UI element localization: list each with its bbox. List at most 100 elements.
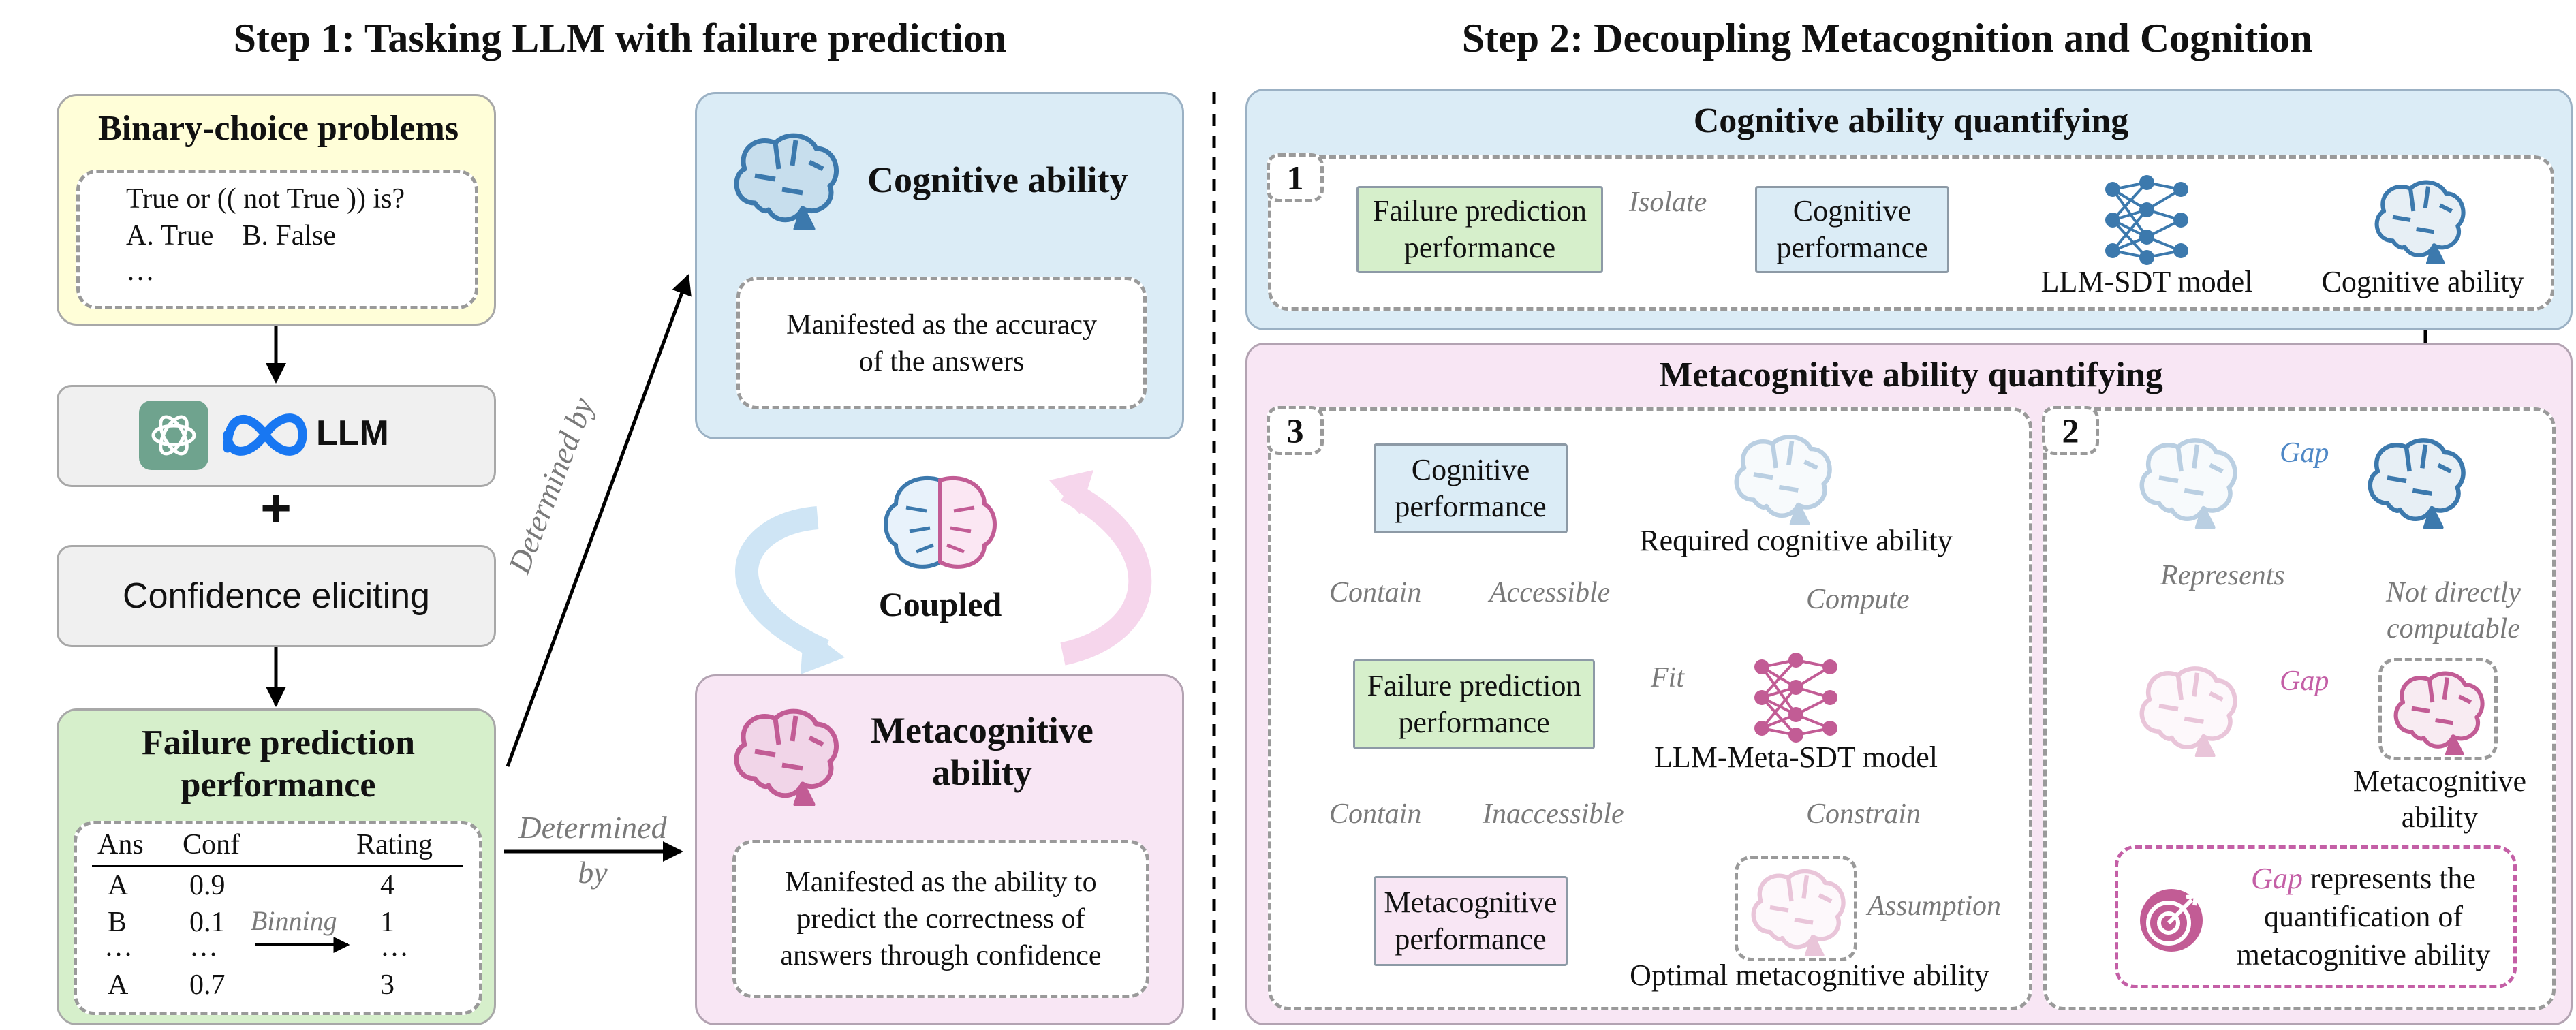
cell-conf: 0.1 xyxy=(189,907,226,938)
failure-title-1: Failure prediction xyxy=(141,723,416,762)
isolate-label: Isolate xyxy=(1629,187,1707,218)
meta-brain-frame xyxy=(2378,658,2498,760)
contain-label-1: Contain xyxy=(1329,577,1422,608)
cell-conf: … xyxy=(189,931,218,963)
question-text: True or (( not True )) is? xyxy=(126,183,405,215)
not-directly-label-1: Not directly xyxy=(2386,577,2521,608)
cell-rating: 3 xyxy=(380,969,394,1001)
coupled-arrow-pink xyxy=(1060,480,1152,666)
cog-perf-line2: performance xyxy=(1395,490,1547,523)
metacog-desc-line1: Manifested as the ability to xyxy=(785,867,1097,898)
meta-perf-line1: Metacognitive xyxy=(1384,886,1557,919)
col-rating-header: Rating xyxy=(356,829,433,860)
binary-choice-panel: Binary-choice problems True or (( not Tr… xyxy=(57,94,496,326)
metacog-title-2: ability xyxy=(932,752,1033,793)
metacognitive-ability-panel: Metacognitive ability Manifested as the … xyxy=(695,674,1184,1025)
not-directly-label-2: computable xyxy=(2387,613,2520,644)
brain-faded-pink-right xyxy=(2133,661,2242,757)
brain-icon-pink xyxy=(728,704,843,806)
llm-panel: LLM xyxy=(57,385,496,487)
coupled-arrow-blue xyxy=(735,506,829,661)
ellipsis-text: … xyxy=(126,255,155,287)
table-row: … … … xyxy=(77,931,486,969)
step-number-3: 3 xyxy=(1267,406,1324,455)
neural-network-icon xyxy=(2102,172,2191,268)
openai-logo-icon xyxy=(139,401,208,470)
plus-sign: + xyxy=(260,478,292,537)
contain-label-2: Contain xyxy=(1329,798,1422,830)
failure-title-2: performance xyxy=(181,766,376,805)
llm-sdt-label: LLM-SDT model xyxy=(2040,265,2253,298)
cell-rating: … xyxy=(380,931,409,963)
brain-icon-faded-pink xyxy=(1745,864,1850,956)
arrow-determined-up xyxy=(506,274,692,767)
brain-blue-right xyxy=(2361,433,2470,529)
step2-title: Step 2: Decoupling Metacognition and Cog… xyxy=(1461,16,2313,61)
fp-box-top: Failure prediction performance xyxy=(1356,186,1603,273)
brain-icon-blue xyxy=(728,128,843,230)
metacognitive-performance-box: Metacognitive performance xyxy=(1374,876,1568,966)
table-row: A 0.7 3 xyxy=(77,969,486,1007)
fp-box-meta: Failure prediction performance xyxy=(1353,659,1595,749)
optimal-meta-label: Optimal metacognitive ability xyxy=(1630,958,1989,992)
cell-ans: B xyxy=(108,907,127,938)
cognitive-ability-panel: Cognitive ability Manifested as the accu… xyxy=(695,92,1184,439)
optimal-brain-frame xyxy=(1735,856,1857,961)
cognitive-ability-title: Cognitive ability xyxy=(867,159,1128,200)
brain-pink-right xyxy=(2387,667,2489,755)
cognitive-desc-line2: of the answers xyxy=(858,345,1025,377)
cognitive-ability-label: Cognitive ability xyxy=(2321,265,2524,298)
required-cog-label: Required cognitive ability xyxy=(1639,524,1953,557)
gap-bottom-label: Gap xyxy=(2280,666,2329,697)
col-conf-header: Conf xyxy=(183,829,240,860)
fp-meta-line2: performance xyxy=(1398,706,1550,739)
determined-by-right-label-2: by xyxy=(578,855,608,890)
cell-ans: … xyxy=(104,931,133,963)
cognitive-quantifying-panel: Cognitive ability quantifying 1 Failure … xyxy=(1245,89,2573,330)
cognitive-performance-box: Cognitive performance xyxy=(1374,443,1568,533)
cell-rating: 4 xyxy=(380,870,394,901)
step-number-1: 1 xyxy=(1267,153,1324,202)
brain-icon-blue-small xyxy=(2368,176,2470,264)
coupled-arrow-blue-head xyxy=(801,627,845,674)
metacognitive-quantifying-panel: Metacognitive ability quantifying 3 Cogn… xyxy=(1245,343,2573,1025)
cp-top-line1: Cognitive xyxy=(1793,194,1912,228)
table-row: A 0.9 4 xyxy=(77,869,486,907)
gap-top-label: Gap xyxy=(2280,437,2329,469)
coupled-arrow-pink-head xyxy=(1049,470,1093,514)
metacog-title-1: Metacognitive xyxy=(871,710,1093,751)
metacog-desc-line3: answers through confidence xyxy=(780,940,1102,971)
brain-icon-faded-blue xyxy=(1728,430,1837,525)
cell-conf: 0.7 xyxy=(189,969,226,1001)
gap-note-line3: metacognitive ability xyxy=(2236,938,2491,971)
table-header-rule xyxy=(92,865,463,867)
cognitive-desc-line1: Manifested as the accuracy xyxy=(786,309,1097,341)
cell-conf: 0.9 xyxy=(189,870,226,901)
confidence-eliciting-label: Confidence eliciting xyxy=(123,576,430,616)
cog-perf-line1: Cognitive xyxy=(1411,453,1530,486)
metacog-desc-box: Manifested as the ability to predict the… xyxy=(732,840,1149,998)
fp-top-line1: Failure prediction xyxy=(1372,194,1587,228)
determined-by-right-label-1: Determined xyxy=(518,810,667,845)
cp-top-line2: performance xyxy=(1776,231,1928,264)
cog-panel-title: Cognitive ability quantifying xyxy=(1693,102,2129,140)
col-ans-header: Ans xyxy=(97,829,144,860)
fp-top-line2: performance xyxy=(1403,231,1556,264)
coupled-brain-icon xyxy=(879,473,1002,576)
binning-arrow xyxy=(255,937,350,953)
constrain-label: Constrain xyxy=(1806,798,1921,830)
brain-faded-blue-right xyxy=(2133,433,2242,529)
gap-note-line2: quantification of xyxy=(2263,900,2463,933)
meta-logo-icon xyxy=(221,407,309,462)
accessible-label: Accessible xyxy=(1489,577,1611,608)
gap-note-gap-word: Gap xyxy=(2251,862,2303,895)
rating-table-panel: Ans Conf Rating A 0.9 4 B 0.1 1 … … … A … xyxy=(74,821,482,1015)
represents-label: Represents xyxy=(2160,560,2285,591)
compute-label: Compute xyxy=(1806,584,1910,615)
meta-panel-title: Metacognitive ability quantifying xyxy=(1659,356,2163,394)
table-row: B 0.1 1 xyxy=(77,906,486,944)
binary-choice-example: True or (( not True )) is? A. True B. Fa… xyxy=(76,170,478,309)
cell-rating: 1 xyxy=(380,907,394,938)
cognitive-desc-box: Manifested as the accuracy of the answer… xyxy=(736,277,1147,409)
meta-ability-label-1: Metacognitive xyxy=(2353,764,2527,798)
